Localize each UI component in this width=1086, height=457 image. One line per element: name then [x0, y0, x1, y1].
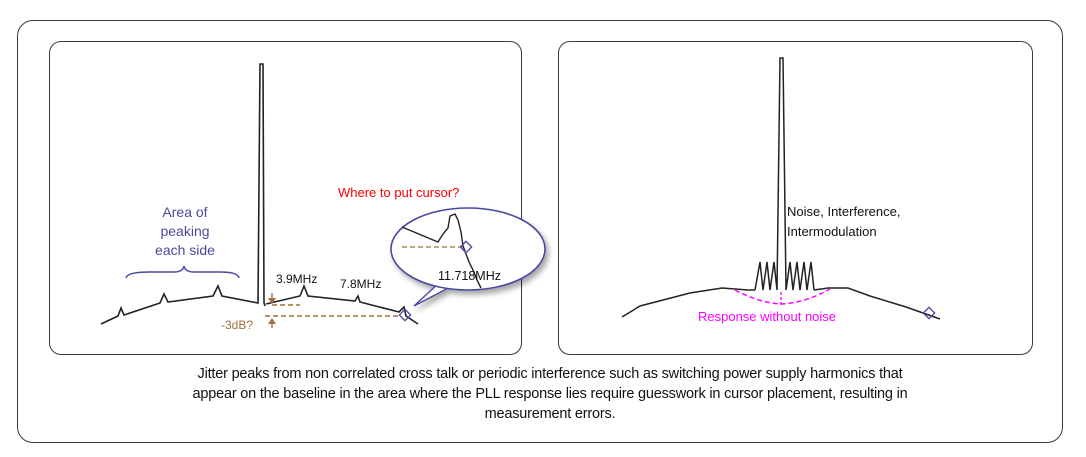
minus-3db-label: -3dB? [221, 318, 254, 332]
response-without-noise-curve [734, 288, 831, 305]
caption: Jitter peaks from non correlated cross t… [60, 364, 1040, 424]
cursor-question-label: Where to put cursor? [338, 185, 460, 200]
right-cursor-marker-icon [922, 306, 936, 320]
caption-line-1: Jitter peaks from non correlated cross t… [197, 366, 903, 382]
freq-label-7-8mhz: 7.8MHz [340, 277, 382, 291]
area-label-line-1: Area of [162, 204, 208, 220]
cursor-marker-icon [398, 308, 412, 322]
zoom-callout [390, 207, 546, 307]
right-spectrum-panel [558, 41, 1033, 355]
freq-label-3-9mhz: 3.9MHz [276, 272, 318, 286]
outer-frame [17, 20, 1063, 443]
area-of-peaking-label: Area of peaking each side [148, 203, 222, 260]
area-label-line-3: each side [155, 242, 215, 258]
area-label-line-2: peaking [160, 223, 210, 239]
zoom-freq-label: 11.718MHz [438, 269, 501, 283]
noise-label-line-1: Noise, Interference, [787, 204, 901, 219]
left-spectrum-panel [49, 41, 522, 355]
minus-3db-markers [265, 293, 398, 328]
caption-line-2: appear on the baseline in the area where… [192, 386, 908, 402]
response-without-noise-label: Response without noise [698, 309, 837, 324]
area-brace [125, 265, 240, 279]
zoom-callout-trace [401, 213, 482, 289]
right-spectrum-trace [621, 57, 941, 320]
noise-interference-label: Noise, Interference, Intermodulation [787, 202, 900, 242]
caption-line-3: measurement errors. [484, 406, 616, 422]
noise-label-line-2: Intermodulation [787, 224, 877, 239]
